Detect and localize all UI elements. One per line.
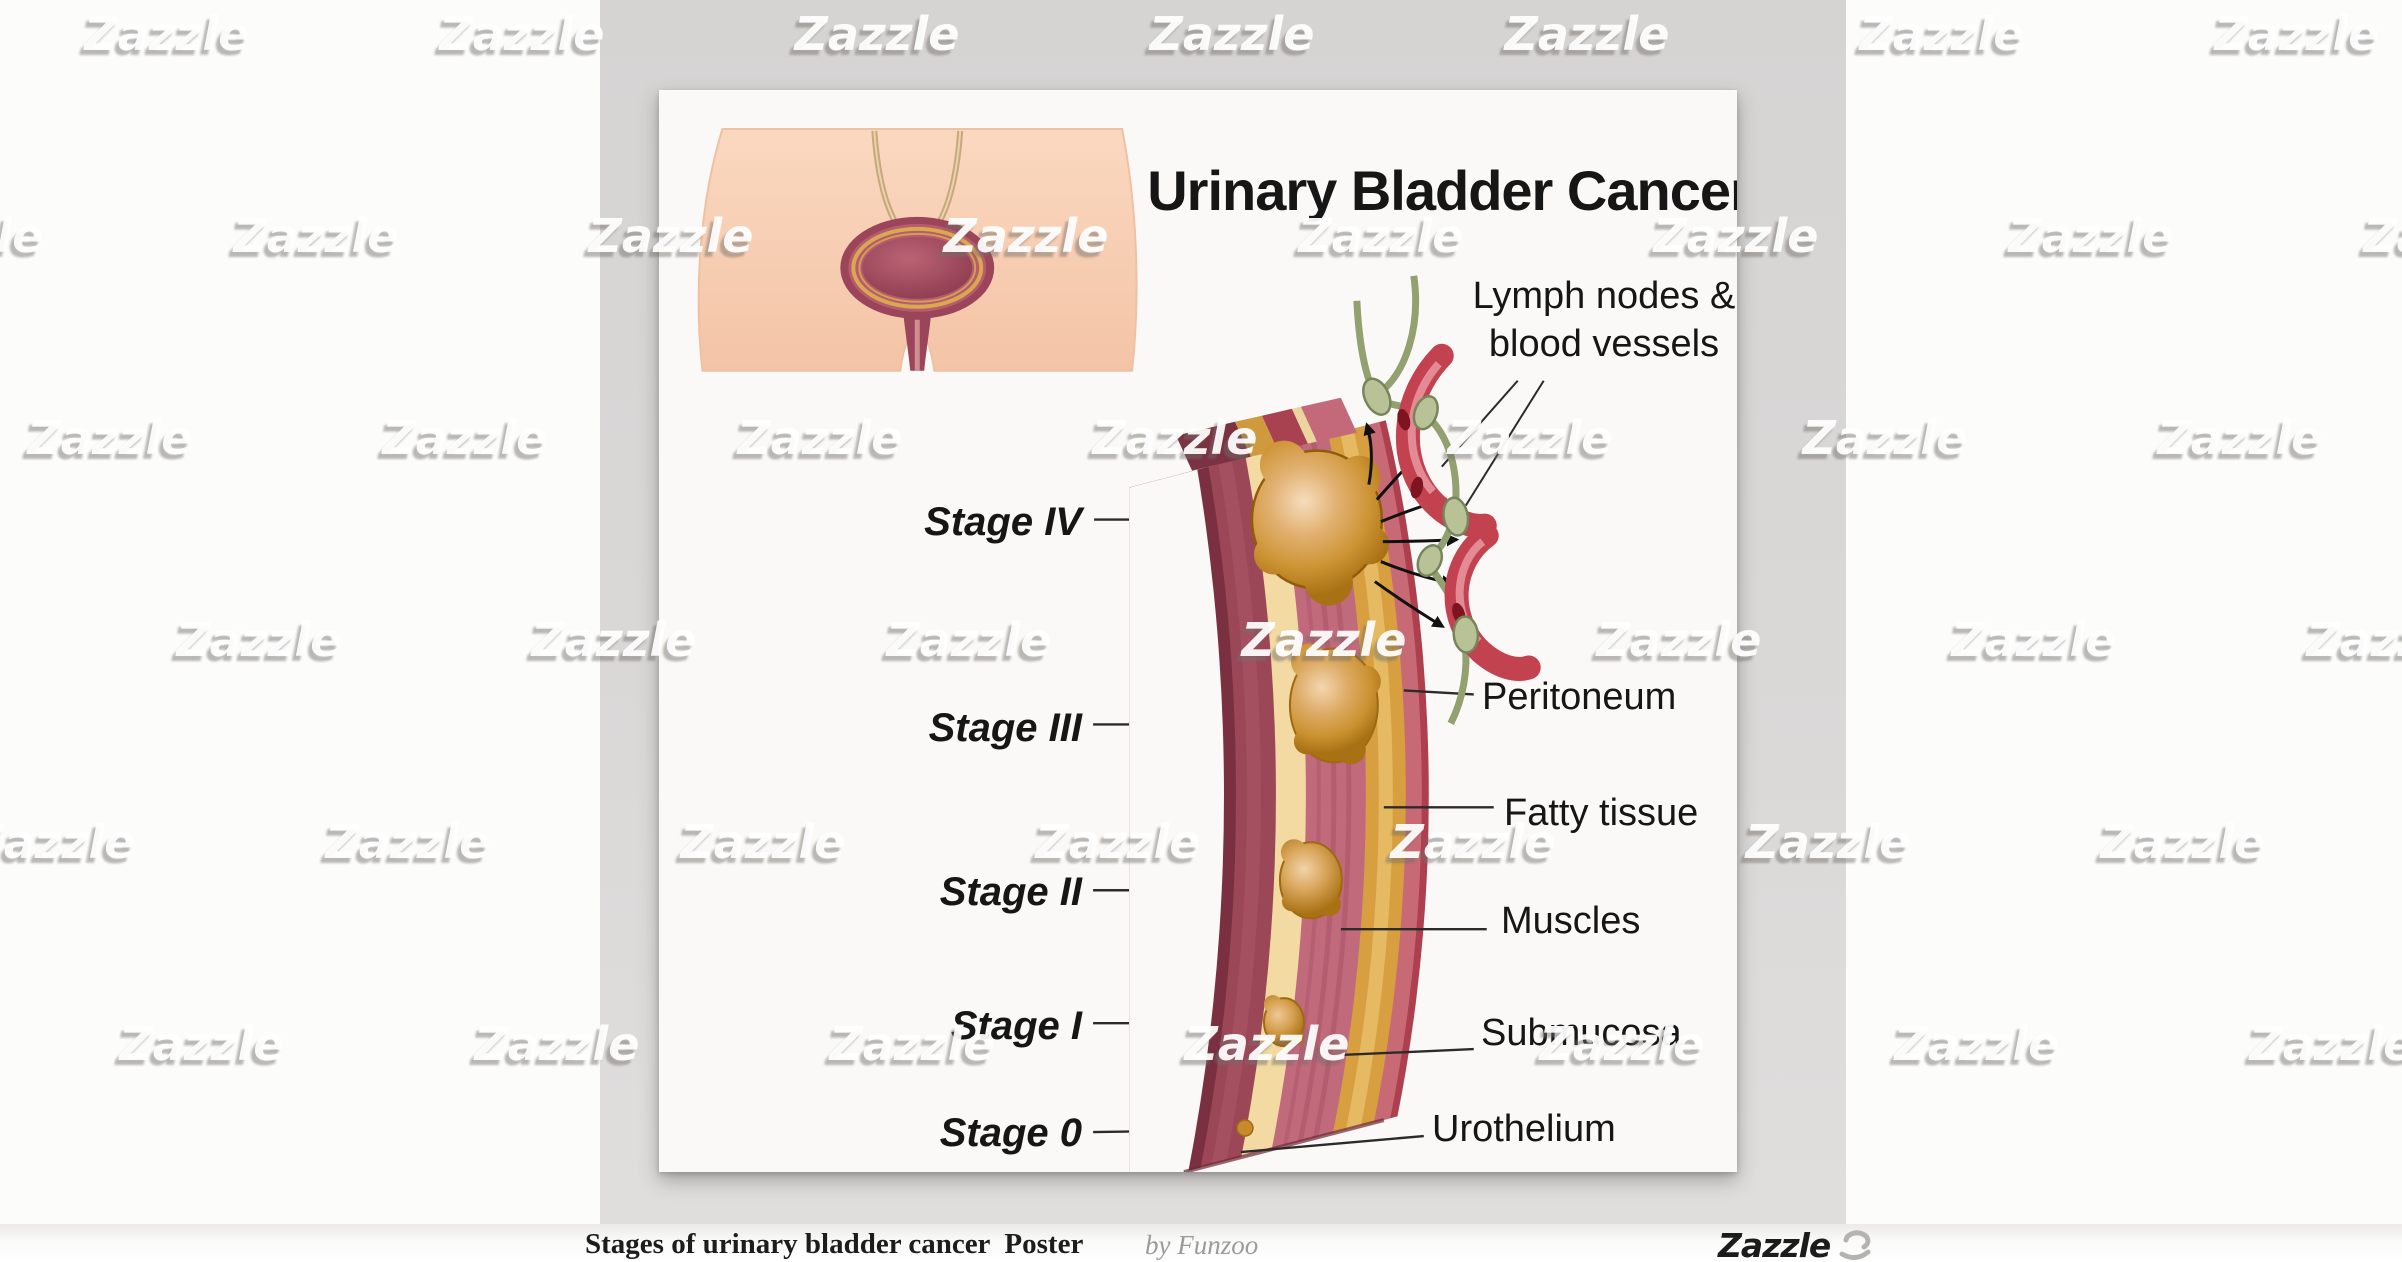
watermark: Zazzle: [2157, 411, 2323, 465]
watermark: Zazzle: [233, 209, 399, 263]
muscles-label: Muscles: [1501, 900, 1641, 942]
watermark: Zazzle: [382, 411, 548, 465]
store-byline-link[interactable]: by Funzoo: [1145, 1230, 1259, 1260]
zazzle-swirl-icon: [1839, 1229, 1871, 1260]
tumor-stage-0: [1236, 1119, 1254, 1137]
watermark: Zazzle: [1951, 613, 2117, 667]
watermark: Zazzle: [2008, 209, 2174, 263]
watermark: Zazzle: [1894, 1017, 2060, 1071]
tumor-stage-2: [1278, 839, 1343, 920]
watermark: Zazzle: [2100, 815, 2266, 869]
submucosa-label: Submucosa: [1481, 1012, 1682, 1054]
caption-bar: Stages of urinary bladder cancer Poster …: [0, 1224, 2402, 1262]
stage-iii-label: Stage III: [928, 706, 1082, 750]
watermark: Zazzle: [119, 1017, 285, 1071]
stage-i-label: Stage I: [950, 1004, 1082, 1048]
poster-title: Urinary Bladder Cancer: [1147, 159, 1737, 222]
zazzle-logo[interactable]: Zazzle: [1718, 1226, 1876, 1262]
stage-0-label: Stage 0: [939, 1111, 1082, 1155]
urothelium-label: Urothelium: [1432, 1108, 1616, 1150]
watermark: Zazzle: [2363, 209, 2402, 263]
watermark: Zazzle: [27, 411, 193, 465]
watermark: Zazzle: [2214, 7, 2380, 61]
lymph-nodes-label-line1: Lymph nodes &: [1472, 275, 1736, 317]
tumor-stage-1: [1262, 995, 1305, 1048]
layer-pointer-lines: [1240, 689, 1494, 1154]
product-title-link[interactable]: Stages of urinary bladder cancer Poster: [585, 1228, 1084, 1260]
watermark: Zazzle: [176, 613, 342, 667]
stage-iv-label: Stage IV: [924, 500, 1082, 544]
fatty-tissue-label: Fatty tissue: [1504, 792, 1699, 834]
zazzle-logo-text: Zazzle: [1718, 1226, 1831, 1262]
poster-product-image[interactable]: Urinary Bladder Cancer Lymph nodes & blo…: [659, 90, 1737, 1172]
watermark: Zazzle: [2249, 1017, 2402, 1071]
watermark: Zazzle: [1859, 7, 2025, 61]
lymph-nodes-label-line2: blood vessels: [1488, 323, 1720, 365]
stage-ii-label: Stage II: [939, 870, 1082, 914]
peritoneum-label: Peritoneum: [1482, 676, 1677, 718]
watermark: Zazzle: [0, 815, 136, 869]
watermark: Zazzle: [84, 7, 250, 61]
wall-top-cut-face: [1176, 397, 1385, 1172]
lymph-and-vessels-illustration: [1353, 275, 1541, 725]
tumor-stage-3: [1288, 643, 1381, 765]
watermark: Zazzle: [0, 209, 44, 263]
watermark: Zazzle: [2306, 613, 2402, 667]
watermark: Zazzle: [325, 815, 491, 869]
pelvis-inset-illustration: [697, 127, 1138, 372]
bladder-wall-layers: [1129, 390, 1429, 1172]
poster-illustration: [697, 127, 1545, 1172]
lymph-nodes: [1362, 377, 1480, 654]
watermark: Zazzle: [439, 7, 605, 61]
